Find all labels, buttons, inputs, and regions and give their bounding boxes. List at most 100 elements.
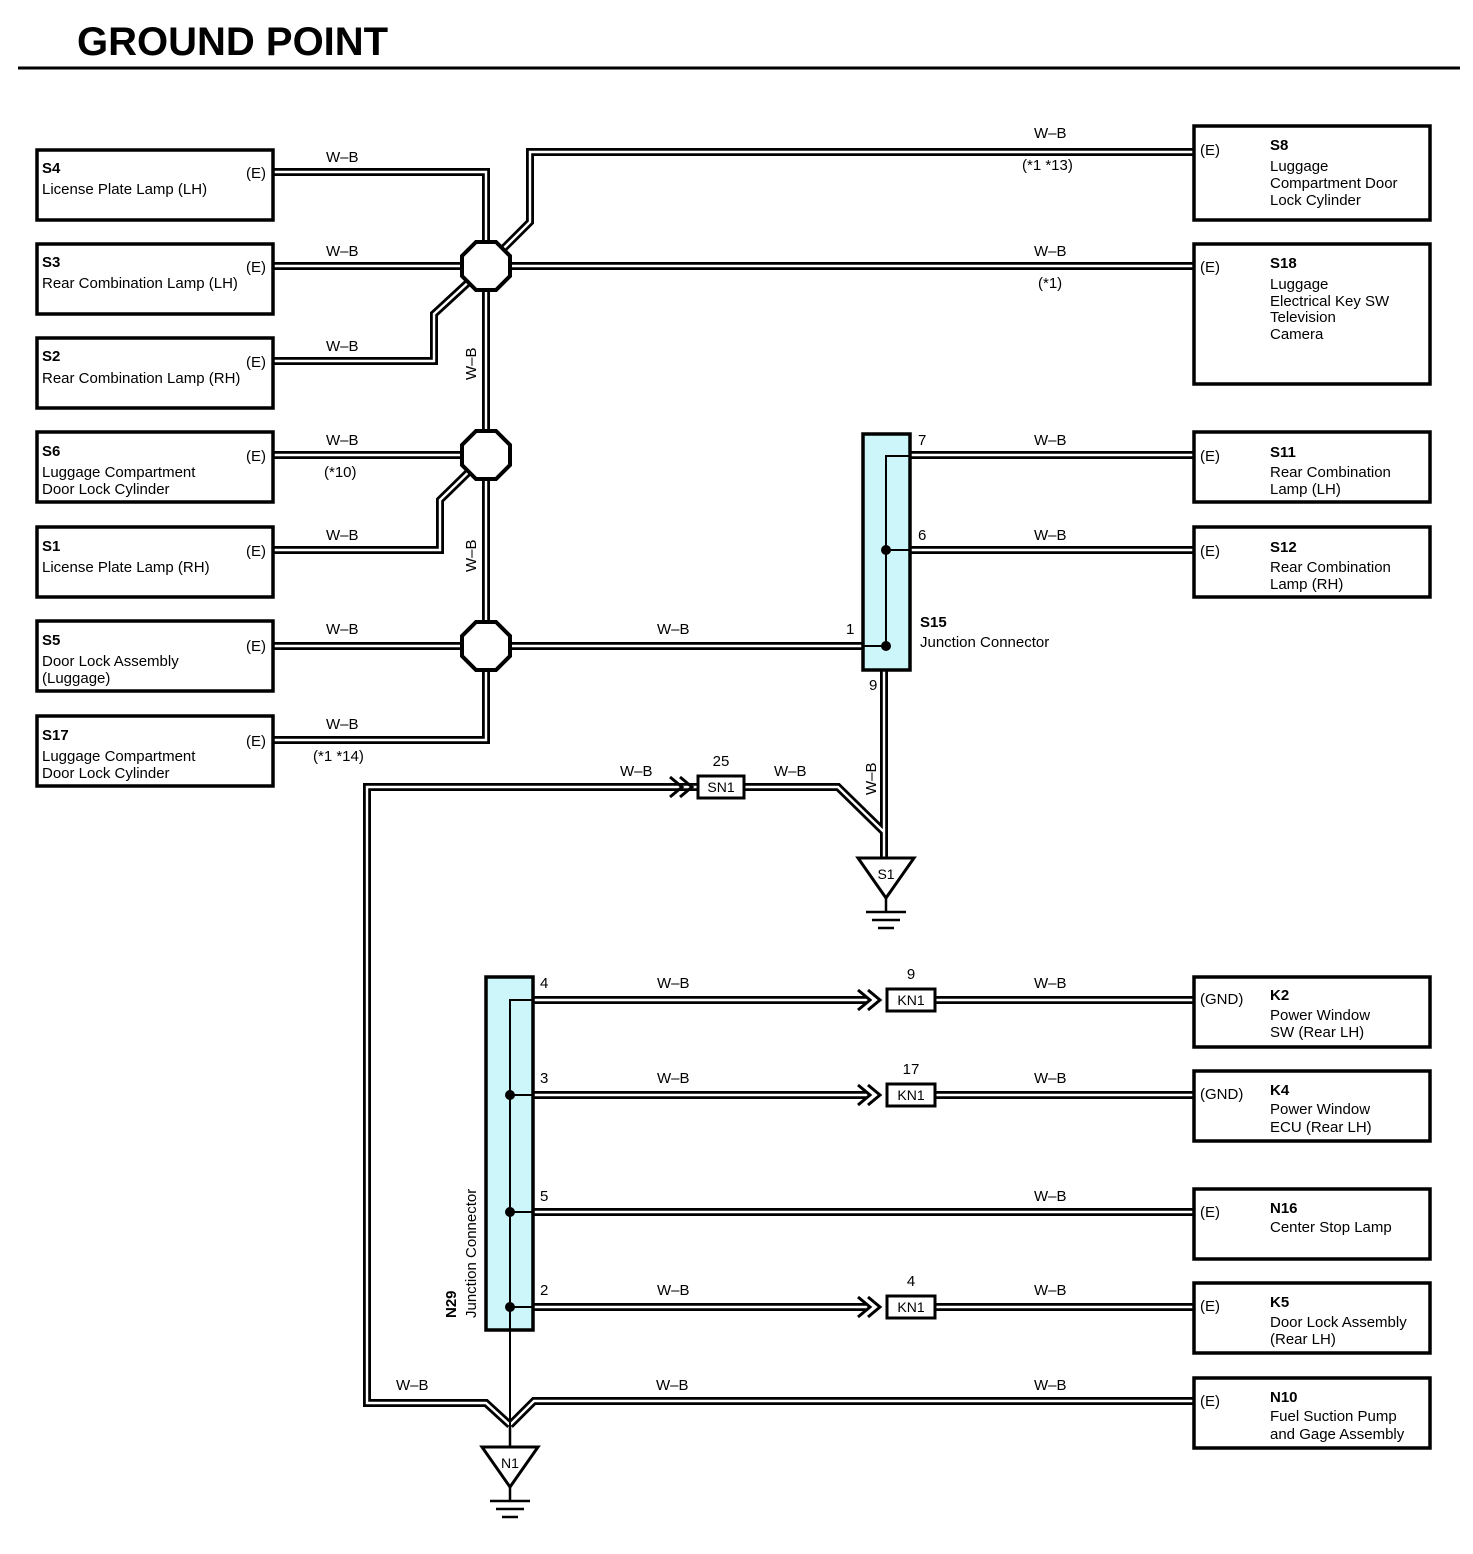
junction-code: S15: [920, 614, 947, 631]
pin-number: 9: [907, 966, 915, 983]
component-name: Luggage: [1270, 276, 1328, 293]
wire-label-vertical: W–B: [463, 539, 480, 572]
component-box: [35, 619, 275, 693]
connector-name: KN1: [897, 1299, 924, 1315]
left-component: S4 License Plate Lamp (LH) (E) W–B: [35, 148, 359, 222]
left-component: S5 Door Lock Assembly (Luggage) (E) W–B: [35, 619, 359, 693]
component-code: S5: [42, 632, 60, 649]
terminal-label: (E): [1200, 142, 1220, 159]
splice-point: [460, 240, 512, 292]
junction-dot: [505, 1090, 515, 1100]
component-code: S17: [42, 727, 69, 744]
wire-label: W–B: [657, 1070, 690, 1087]
component-name: Rear Combination: [1270, 559, 1391, 576]
component-box: [1192, 1376, 1432, 1450]
arrow-icon: [857, 1295, 873, 1319]
component-name: Center Stop Lamp: [1270, 1219, 1392, 1236]
component-name: Luggage Compartment: [42, 748, 196, 765]
ground-label: S1: [877, 866, 894, 882]
component-code: S2: [42, 348, 60, 365]
connector-box: [885, 987, 937, 1013]
arrow-icon: [669, 775, 685, 799]
arrow-icon: [867, 988, 883, 1012]
wire-label: W–B: [1034, 1070, 1067, 1087]
component-name: License Plate Lamp (RH): [42, 559, 210, 576]
connector-box: [696, 774, 746, 800]
arrow-icon: [867, 1295, 883, 1319]
component-name: Compartment Door: [1270, 175, 1398, 192]
wire-label: W–B: [620, 763, 653, 780]
component-name: Lock Cylinder: [1270, 192, 1361, 209]
wire-note: (*10): [324, 464, 357, 481]
component-name: and Gage Assembly: [1270, 1426, 1405, 1443]
wire-label: W–B: [1034, 1282, 1067, 1299]
component-code: K4: [1270, 1082, 1290, 1099]
left-component: S1 License Plate Lamp (RH) (E) W–B: [35, 525, 359, 599]
component-name: Door Lock Assembly: [42, 653, 179, 670]
wire-label-vertical: W–B: [463, 347, 480, 380]
component-box: [1192, 124, 1432, 222]
pin-number: 4: [540, 975, 548, 992]
right-component: (E) S8 Luggage Compartment Door Lock Cyl…: [1022, 124, 1432, 222]
right-component: (E) N16 Center Stop Lamp W–B 5: [540, 1187, 1432, 1261]
component-code: S12: [1270, 539, 1297, 556]
terminal-label: (E): [1200, 1393, 1220, 1410]
wire-label: W–B: [326, 149, 359, 166]
right-component: (E) N10 Fuel Suction Pump and Gage Assem…: [656, 1376, 1432, 1450]
component-box: [1192, 1069, 1432, 1143]
pin-number: 4: [907, 1273, 915, 1290]
component-box: [1192, 430, 1432, 504]
wire-label: W–B: [1034, 432, 1067, 449]
terminal-label: (E): [1200, 259, 1220, 276]
component-name: Lamp (RH): [1270, 576, 1343, 593]
component-name: Electrical Key SW: [1270, 293, 1390, 310]
connector-box: [885, 1082, 937, 1108]
component-name: Television: [1270, 309, 1336, 326]
component-name: Rear Combination: [1270, 464, 1391, 481]
terminal-label: (E): [1200, 1204, 1220, 1221]
ground-label: N1: [501, 1455, 519, 1471]
component-name: Door Lock Cylinder: [42, 481, 170, 498]
wire-label: W–B: [326, 621, 359, 638]
terminal-label: (E): [246, 354, 266, 371]
pin-number: 17: [903, 1061, 920, 1078]
wire-label: W–B: [657, 621, 690, 638]
junction-name: Junction Connector: [463, 1189, 480, 1318]
component-name: SW (Rear LH): [1270, 1024, 1364, 1041]
component-box: [1192, 525, 1432, 599]
component-code: N16: [1270, 1200, 1298, 1217]
component-name: License Plate Lamp (LH): [42, 181, 207, 198]
right-component: (E) S18 Luggage Electrical Key SW Televi…: [1034, 242, 1432, 386]
component-name: (Luggage): [42, 670, 110, 687]
wire-label: W–B: [657, 975, 690, 992]
junction-connector-n29: N29 Junction Connector: [443, 975, 535, 1425]
component-code: K2: [1270, 987, 1289, 1004]
junction-dot: [505, 1207, 515, 1217]
pin-number: 25: [713, 753, 730, 770]
component-name: Luggage: [1270, 158, 1328, 175]
right-component: (E) S11 Rear Combination Lamp (LH) W–B 7: [918, 430, 1432, 504]
wire-label: W–B: [656, 1377, 689, 1394]
terminal-label: (E): [246, 733, 266, 750]
wire-label: W–B: [1034, 527, 1067, 544]
component-code: S3: [42, 254, 60, 271]
terminal-label: (E): [246, 448, 266, 465]
component-code: S11: [1270, 444, 1296, 461]
terminal-label: (GND): [1200, 991, 1243, 1008]
component-code: K5: [1270, 1294, 1289, 1311]
component-code: S8: [1270, 137, 1288, 154]
component-name: Rear Combination Lamp (LH): [42, 275, 238, 292]
connector-name: SN1: [707, 779, 734, 795]
component-box: [1192, 975, 1432, 1049]
component-name: Door Lock Cylinder: [42, 765, 170, 782]
bus-line: [509, 999, 534, 1425]
junction-connector-s15: S15 Junction Connector 1 9 W–B W–B: [657, 432, 1049, 795]
right-component: (E) S12 Rear Combination Lamp (RH) W–B 6: [918, 525, 1432, 599]
right-component: (GND) K4 Power Window ECU (Rear LH) W–B …: [540, 1069, 1432, 1143]
page-title: GROUND POINT: [77, 20, 388, 64]
connector-kn1: KN1 4 W–B: [657, 1273, 937, 1320]
component-box: [35, 148, 275, 222]
left-component: S3 Rear Combination Lamp (LH) (E) W–B: [35, 242, 359, 316]
wire-label-vertical: W–B: [863, 762, 880, 795]
terminal-label: (E): [1200, 1298, 1220, 1315]
